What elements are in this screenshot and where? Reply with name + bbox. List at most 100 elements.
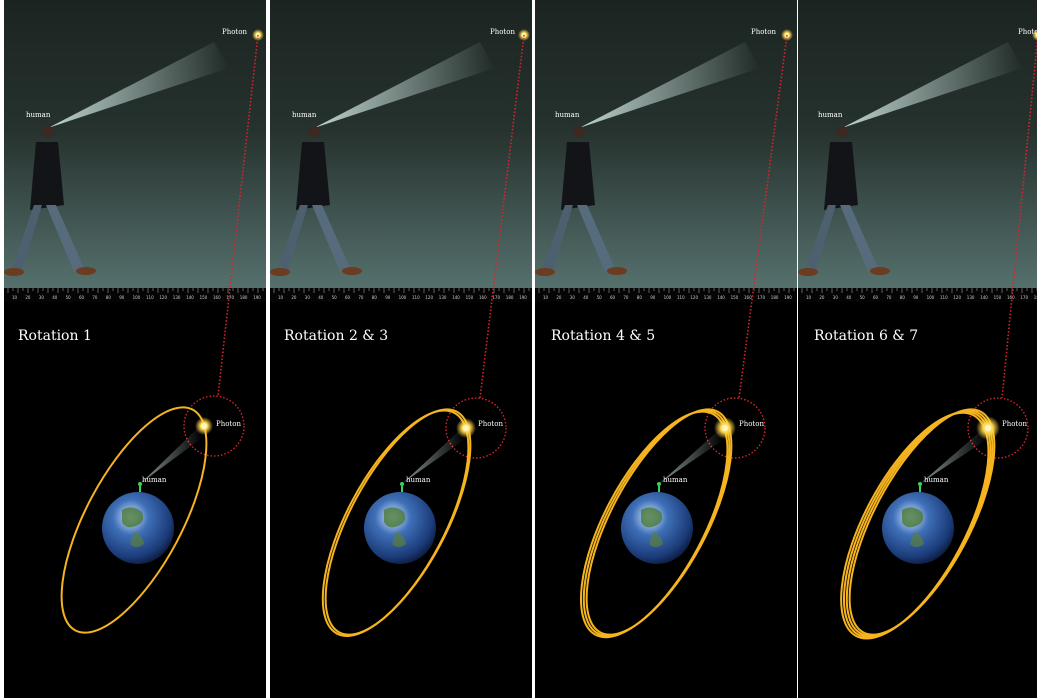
human-label-bottom: human: [924, 476, 949, 484]
panel-title: Rotation 2 & 3: [284, 328, 389, 344]
human-shoe: [270, 268, 290, 276]
human-head: [42, 126, 54, 138]
panel-title: Rotation 4 & 5: [551, 328, 656, 344]
ruler-tick-label: 40: [583, 295, 589, 300]
human-leg-front: [312, 205, 350, 272]
orbit-path: [321, 409, 470, 637]
ruler-tick-label: 80: [106, 295, 112, 300]
ruler-tick-label: 160: [744, 295, 752, 300]
ruler-tick-label: 20: [25, 295, 31, 300]
ruler-tick-label: 60: [345, 295, 351, 300]
ruler-tick-label: 160: [479, 295, 487, 300]
ruler-tick-label: 90: [650, 295, 656, 300]
earth-continent: [641, 507, 663, 528]
ruler-tick-label: 100: [927, 295, 935, 300]
earth-continent: [130, 532, 144, 547]
human-coat: [296, 142, 330, 210]
photon-label-top: Photon: [222, 28, 247, 36]
ruler-tick-label: 160: [1007, 295, 1015, 300]
ruler-tick-label: 110: [677, 295, 685, 300]
scale-ruler: [270, 288, 532, 302]
ruler-tick-label: 40: [318, 295, 324, 300]
photon-label-top: Photon: [751, 28, 776, 36]
ruler-tick-label: 80: [372, 295, 378, 300]
ruler-tick-label: 20: [291, 295, 297, 300]
photon-top: [1032, 29, 1037, 41]
ruler-tick-label: 130: [704, 295, 712, 300]
ruler-tick-label: 150: [466, 295, 474, 300]
light-beam: [579, 42, 760, 128]
earth: [882, 492, 954, 564]
human-shoe: [4, 268, 24, 276]
panel-title: Rotation 1: [18, 328, 92, 344]
earth-continent: [649, 532, 663, 547]
human-head: [573, 126, 585, 138]
earth: [364, 492, 436, 564]
earth-continent: [384, 507, 406, 528]
orbit-path: [840, 411, 990, 640]
scale-ruler: [798, 288, 1037, 302]
ruler-tick-label: 110: [412, 295, 420, 300]
human-shoe: [76, 267, 96, 275]
human-leg-front: [840, 205, 878, 272]
scale-ruler: [4, 288, 266, 302]
earth: [102, 492, 174, 564]
ruler-tick-label: 150: [200, 295, 208, 300]
orbit-path: [60, 406, 208, 634]
ruler-tick-label: 60: [873, 295, 879, 300]
ruler-tick-label: 10: [12, 295, 18, 300]
photon-bottom-core: [463, 425, 469, 431]
photon-bottom-core: [985, 425, 991, 431]
human-leg-back: [278, 205, 308, 270]
ruler-tick-label: 20: [556, 295, 562, 300]
orbit-path: [579, 410, 729, 639]
ruler-tick-label: 20: [819, 295, 825, 300]
earth-continent: [902, 507, 924, 528]
ruler-tick-label: 140: [980, 295, 988, 300]
ruler-tick-label: 50: [66, 295, 72, 300]
ruler-tick-label: 160: [213, 295, 221, 300]
panel-title: Rotation 6 & 7: [814, 328, 919, 344]
scale-ruler: [535, 288, 797, 302]
light-beam-small: [403, 430, 464, 483]
ruler-tick-label: 30: [305, 295, 311, 300]
ruler-tick-label: 130: [967, 295, 975, 300]
ruler-tick-label: 170: [492, 295, 500, 300]
ruler-tick-label: 10: [278, 295, 284, 300]
human-coat: [30, 142, 64, 210]
ruler-tick-label: 180: [771, 295, 779, 300]
human-on-earth: [657, 482, 661, 486]
ruler-tick-label: 70: [623, 295, 629, 300]
ruler-tick-label: 100: [399, 295, 407, 300]
human-label-top: human: [555, 111, 580, 119]
ruler-tick-label: 100: [664, 295, 672, 300]
human-on-earth: [918, 482, 922, 486]
photon-label-top: Photon: [1018, 28, 1037, 36]
ruler-tick-label: 180: [240, 295, 248, 300]
ruler-tick-label: 180: [1034, 295, 1037, 300]
earth-continent: [122, 507, 144, 528]
light-beam-small: [921, 430, 986, 483]
ruler-tick-label: 50: [597, 295, 603, 300]
photon-highlight-circle: [183, 395, 245, 457]
ruler-tick-label: 10: [543, 295, 549, 300]
photon-highlight-circle: [704, 397, 766, 459]
ruler-tick-label: 140: [452, 295, 460, 300]
ruler-tick-label: 60: [610, 295, 616, 300]
ruler-tick-label: 90: [385, 295, 391, 300]
photon-label-top: Photon: [490, 28, 515, 36]
human-shoe: [342, 267, 362, 275]
ruler-tick-label: 140: [186, 295, 194, 300]
ruler-tick-label: 190: [519, 295, 527, 300]
photon-highlight-circle: [967, 397, 1029, 459]
ruler-tick-label: 70: [886, 295, 892, 300]
ruler-tick-label: 100: [133, 295, 141, 300]
ruler-tick-label: 30: [833, 295, 839, 300]
ruler-tick-label: 150: [731, 295, 739, 300]
ruler-tick-label: 170: [1020, 295, 1028, 300]
